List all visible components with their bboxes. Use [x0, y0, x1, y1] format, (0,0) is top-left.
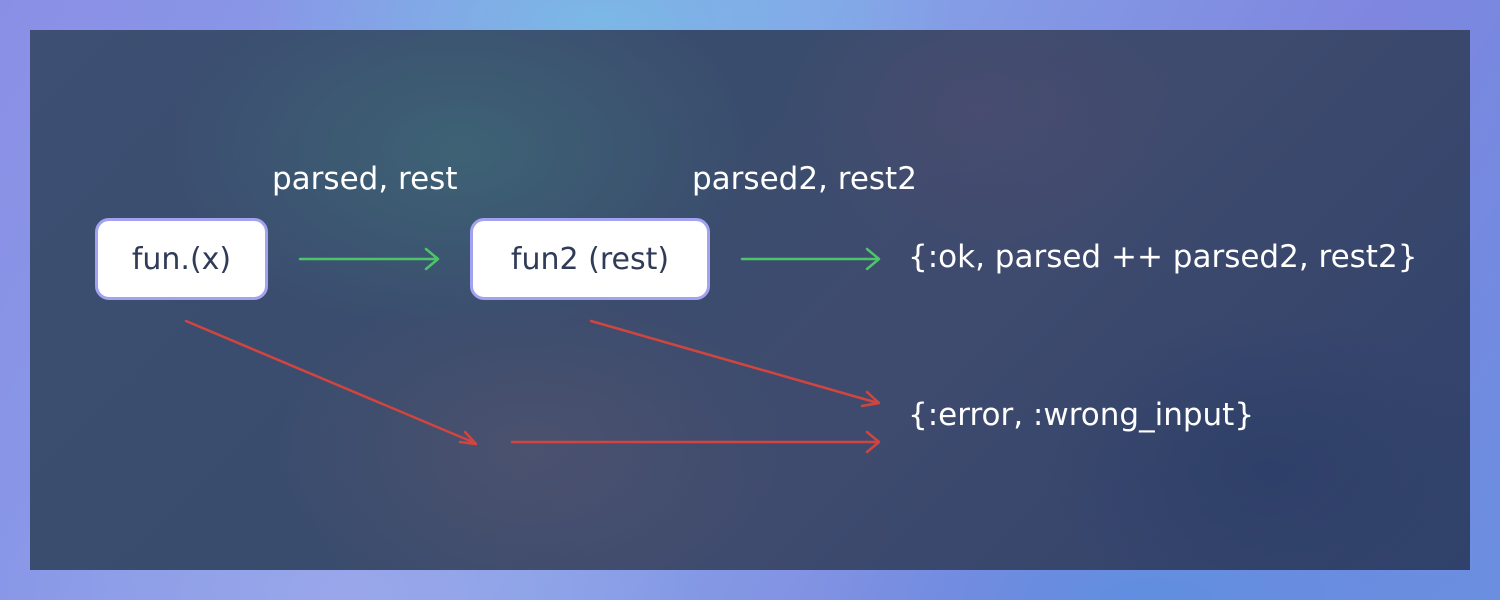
arrows-layer	[184, 247, 881, 454]
result-error: {:error, :wrong_input}	[908, 397, 1255, 433]
error-arrow-fun	[184, 319, 478, 446]
edge-label-parsed-rest: parsed, rest	[272, 161, 458, 197]
edge-label-parsed2-rest2: parsed2, rest2	[692, 161, 917, 197]
success-arrow-1	[298, 247, 440, 271]
error-arrow-fun2	[589, 319, 881, 408]
fun-node: fun.(x)	[95, 218, 268, 300]
fun2-node-label: fun2 (rest)	[510, 241, 670, 277]
fun-node-label: fun.(x)	[131, 241, 232, 277]
fun2-node: fun2 (rest)	[470, 218, 710, 300]
diagram-panel: fun.(x) fun2 (rest) parsed, rest parsed2…	[30, 30, 1470, 570]
result-ok: {:ok, parsed ++ parsed2, rest2}	[908, 239, 1418, 275]
error-arrow-merge	[510, 430, 881, 454]
success-arrow-2	[740, 247, 881, 271]
